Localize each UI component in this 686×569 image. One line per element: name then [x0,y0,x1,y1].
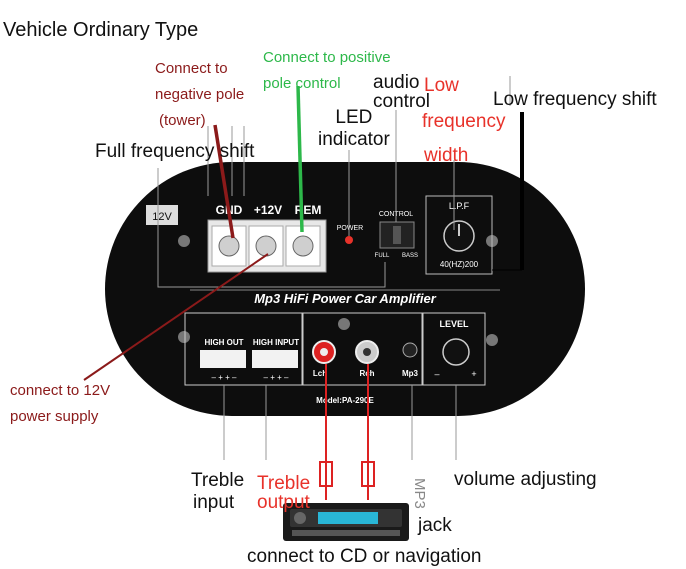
full-freq-shift-label: Full frequency shift [95,141,255,162]
amplifier-panel [105,162,585,416]
high-input-polarity: – + + – [264,373,289,382]
mp3-jack [402,342,418,358]
diagram-title: Vehicle Ordinary Type [3,19,199,41]
lpf-label: L.P.F [449,201,470,211]
power-supply-line [83,253,269,381]
positive-pole-label: Connect to positive pole control [263,49,391,92]
full-label: FULL [375,253,390,259]
connect-cd-label: connect to CD or navigation [247,546,482,567]
panel-12v-text: 12V [152,211,172,223]
power-supply-label: connect to 12V power supply [10,382,111,425]
high-out-polarity: – + + – [212,373,237,382]
high-out-connector [200,350,246,368]
negative-pole-line [213,124,235,239]
volume-adjusting-label: volume adjusting [454,469,597,490]
bass-label: BASS [402,253,418,259]
high-input-connector [252,350,298,368]
level-plus: + [471,369,476,379]
model-label: Model:PA-290E [316,396,374,405]
cd-head-unit [283,503,409,541]
power-led [345,236,353,244]
brand-text: Mp3 HiFi Power Car Amplifier [254,291,436,306]
jack-label: jack [418,515,452,536]
mp3-label: Mp3 [402,369,419,378]
leader-lines [157,76,511,460]
high-input-label: HIGH INPUT [253,338,299,347]
lpf-box [425,195,493,275]
led-indicator-label: LED indicator [318,107,390,150]
lpf-range: 40(HZ)200 [440,260,479,269]
low-freq-shift-label: Low frequency shift [493,89,657,110]
rem-label: REM [295,203,322,217]
12v-terminal-label: +12V [254,203,282,217]
level-label: LEVEL [439,319,469,329]
panel-screws [178,235,498,346]
level-minus: – [434,369,439,379]
treble-output-label: Treble output [257,473,311,513]
negative-pole-label: Connect to negative pole (tower) [155,60,245,129]
power-label: POWER [337,225,363,232]
positive-pole-line [296,85,304,233]
level-knob [442,338,470,366]
lch-label: Lch [313,369,327,378]
high-out-label: HIGH OUT [204,338,243,347]
mp3-vertical-label: MP3 [411,478,428,509]
treble-input-label: Treble input [191,470,245,513]
audio-control-label: audio control [373,72,431,112]
